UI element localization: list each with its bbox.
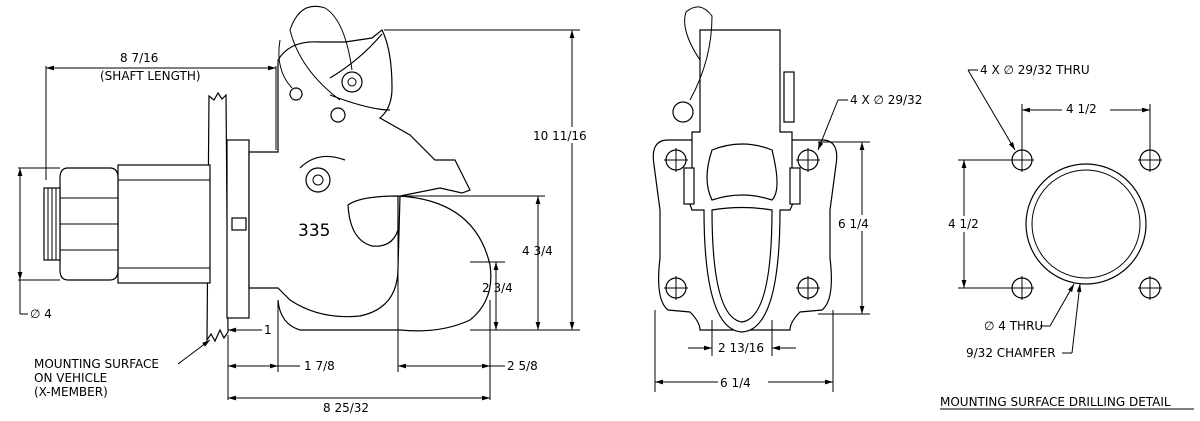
- shaft-length-dimension: 8 7/16: [120, 51, 158, 65]
- latch-pivot-bolt: [341, 71, 363, 93]
- front-hole-callout: 4 X ∅ 29/32: [850, 93, 922, 107]
- drilling-detail-title: MOUNTING SURFACE DRILLING DETAIL: [940, 395, 1171, 409]
- drill-spacing-vertical: 4 1/2: [948, 217, 979, 231]
- flange-thickness-dimension: 1: [264, 323, 272, 337]
- lock-pin: [330, 107, 346, 123]
- shaft-length-note: (SHAFT LENGTH): [100, 69, 201, 83]
- total-height-dimension: 10 11/16: [533, 129, 587, 143]
- safety-pin-cable: [289, 5, 353, 101]
- main-pivot-bolt: [305, 167, 331, 193]
- front-view: 4 X ∅ 29/32 6 1/4 2 13/16 6 1/4: [652, 6, 922, 392]
- shaft-diameter-dimension: ∅ 4: [30, 307, 52, 321]
- pintle-housing: [248, 29, 471, 318]
- model-number: 335: [298, 221, 330, 241]
- flange-bolt: [231, 217, 247, 231]
- side-view: 335 8 7/16 (SHAFT LENGTH) 10 11/16 4 3/4…: [17, 5, 614, 415]
- overall-length-dimension: 8 25/32: [323, 401, 369, 415]
- chamfer-callout: 9/32 CHAMFER: [966, 346, 1056, 360]
- hook-jaw: [277, 195, 492, 332]
- mounting-surface-label-2: ON VEHICLE: [34, 371, 107, 385]
- hook-height-dimension: 4 3/4: [522, 244, 553, 258]
- front-throat-width: 2 13/16: [718, 341, 764, 355]
- shaft-body: [117, 164, 211, 284]
- front-safety-ring: [672, 101, 694, 123]
- front-overall-width: 6 1/4: [720, 376, 751, 390]
- center-hole-callout: ∅ 4 THRU: [984, 319, 1043, 333]
- throat-height-dimension: 2 3/4: [482, 281, 513, 295]
- safety-pin-ring: [289, 87, 303, 101]
- front-hole-spacing: 6 1/4: [838, 217, 869, 231]
- center-hole: [1031, 169, 1141, 279]
- hook-throat: [347, 195, 399, 247]
- drilling-detail: 4 1/2 4 1/2 4 X ∅ 29/32 THRU ∅ 4 THRU 9/…: [940, 63, 1194, 410]
- mounting-surface-label: MOUNTING SURFACE: [34, 357, 159, 371]
- drill-spacing-horizontal: 4 1/2: [1066, 102, 1097, 116]
- mounting-surface-label-3: (X-MEMBER): [34, 385, 108, 399]
- dimension-b: 2 5/8: [507, 359, 538, 373]
- mounting-plate-section: [206, 91, 229, 343]
- center-hole-chamfer: [1025, 163, 1147, 285]
- dimension-a: 1 7/8: [304, 359, 335, 373]
- drill-hole-callout: 4 X ∅ 29/32 THRU: [980, 63, 1090, 77]
- front-safety-cable: [684, 6, 713, 101]
